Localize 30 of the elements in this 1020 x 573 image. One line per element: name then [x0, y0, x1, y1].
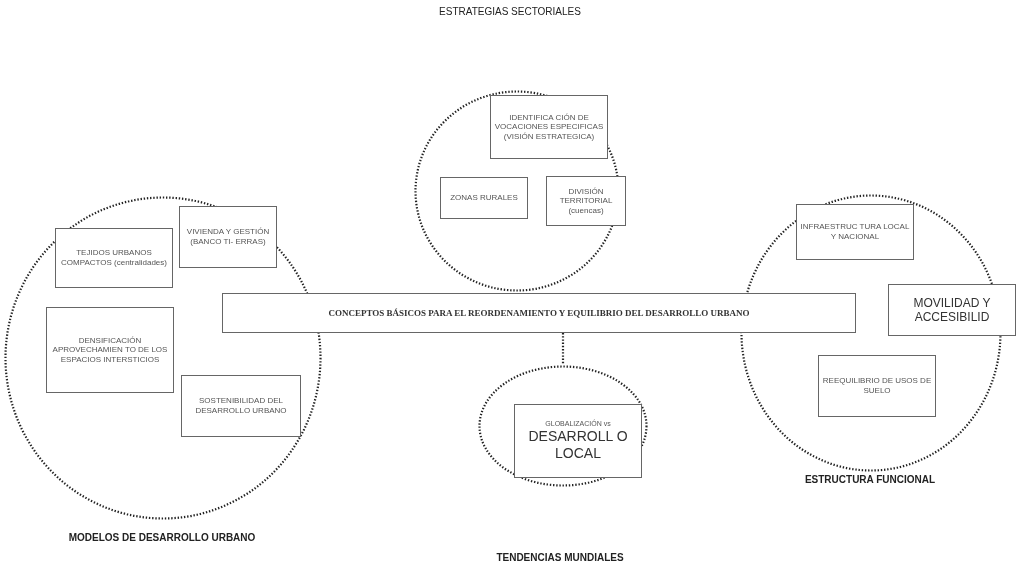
- box-label: SOSTENIBILIDAD DEL DESARROLLO URBANO: [194, 396, 288, 416]
- box-label: REEQUILIBRIO DE USOS DE SUELO: [822, 376, 932, 396]
- concept-box: [796, 204, 914, 260]
- diagram-title: ESTRATEGIAS SECTORIALES: [438, 6, 582, 17]
- group-caption: ESTRUCTURA FUNCIONAL: [803, 474, 937, 485]
- concept-box: [888, 284, 1016, 336]
- dotted-circle: [478, 365, 648, 487]
- concept-box: [440, 177, 528, 219]
- concept-box: [222, 293, 856, 333]
- box-label: TEJIDOS URBANOS COMPACTOS (centralidades): [60, 248, 168, 268]
- concept-box: [490, 95, 608, 159]
- box-label: INFRAESTRUC TURA LOCAL Y NACIONAL: [800, 222, 910, 242]
- box-label: MOVILIDAD Y ACCESIBILID: [912, 295, 992, 325]
- group-caption: MODELOS DE DESARROLLO URBANO: [67, 532, 257, 543]
- box-label: VIVIENDA Y GESTIÓN (BANCO TI- ERRAS): [185, 227, 271, 247]
- box-label: ZONAS RURALES: [450, 193, 518, 203]
- box-label: DESARROLL O LOCAL: [527, 428, 629, 462]
- box-label: DIVISIÓN TERRITORIAL (cuencas): [558, 186, 614, 216]
- dotted-connector: [561, 333, 565, 365]
- concept-box: [514, 404, 642, 478]
- box-label: CONCEPTOS BÁSICOS PARA EL REORDENAMIENTO Y EQUILIBRIO DEL DESARROLLO URBANO: [328, 307, 750, 319]
- concept-box: [46, 307, 174, 393]
- concept-box: [818, 355, 936, 417]
- concept-box: [546, 176, 626, 226]
- concept-box: [55, 228, 173, 288]
- concept-box: [181, 375, 301, 437]
- concept-box: [179, 206, 277, 268]
- box-label: IDENTIFICA CIÓN DE VOCACIONES ESPECIFICAS (VISIÓN ESTRATEGICA): [494, 112, 604, 142]
- box-label: DENSIFICACIÓN APROVECHAMIEN TO DE LOS ESPACIOS INTERSTICIOS: [51, 335, 169, 365]
- group-caption: TENDENCIAS MUNDIALES: [495, 552, 625, 563]
